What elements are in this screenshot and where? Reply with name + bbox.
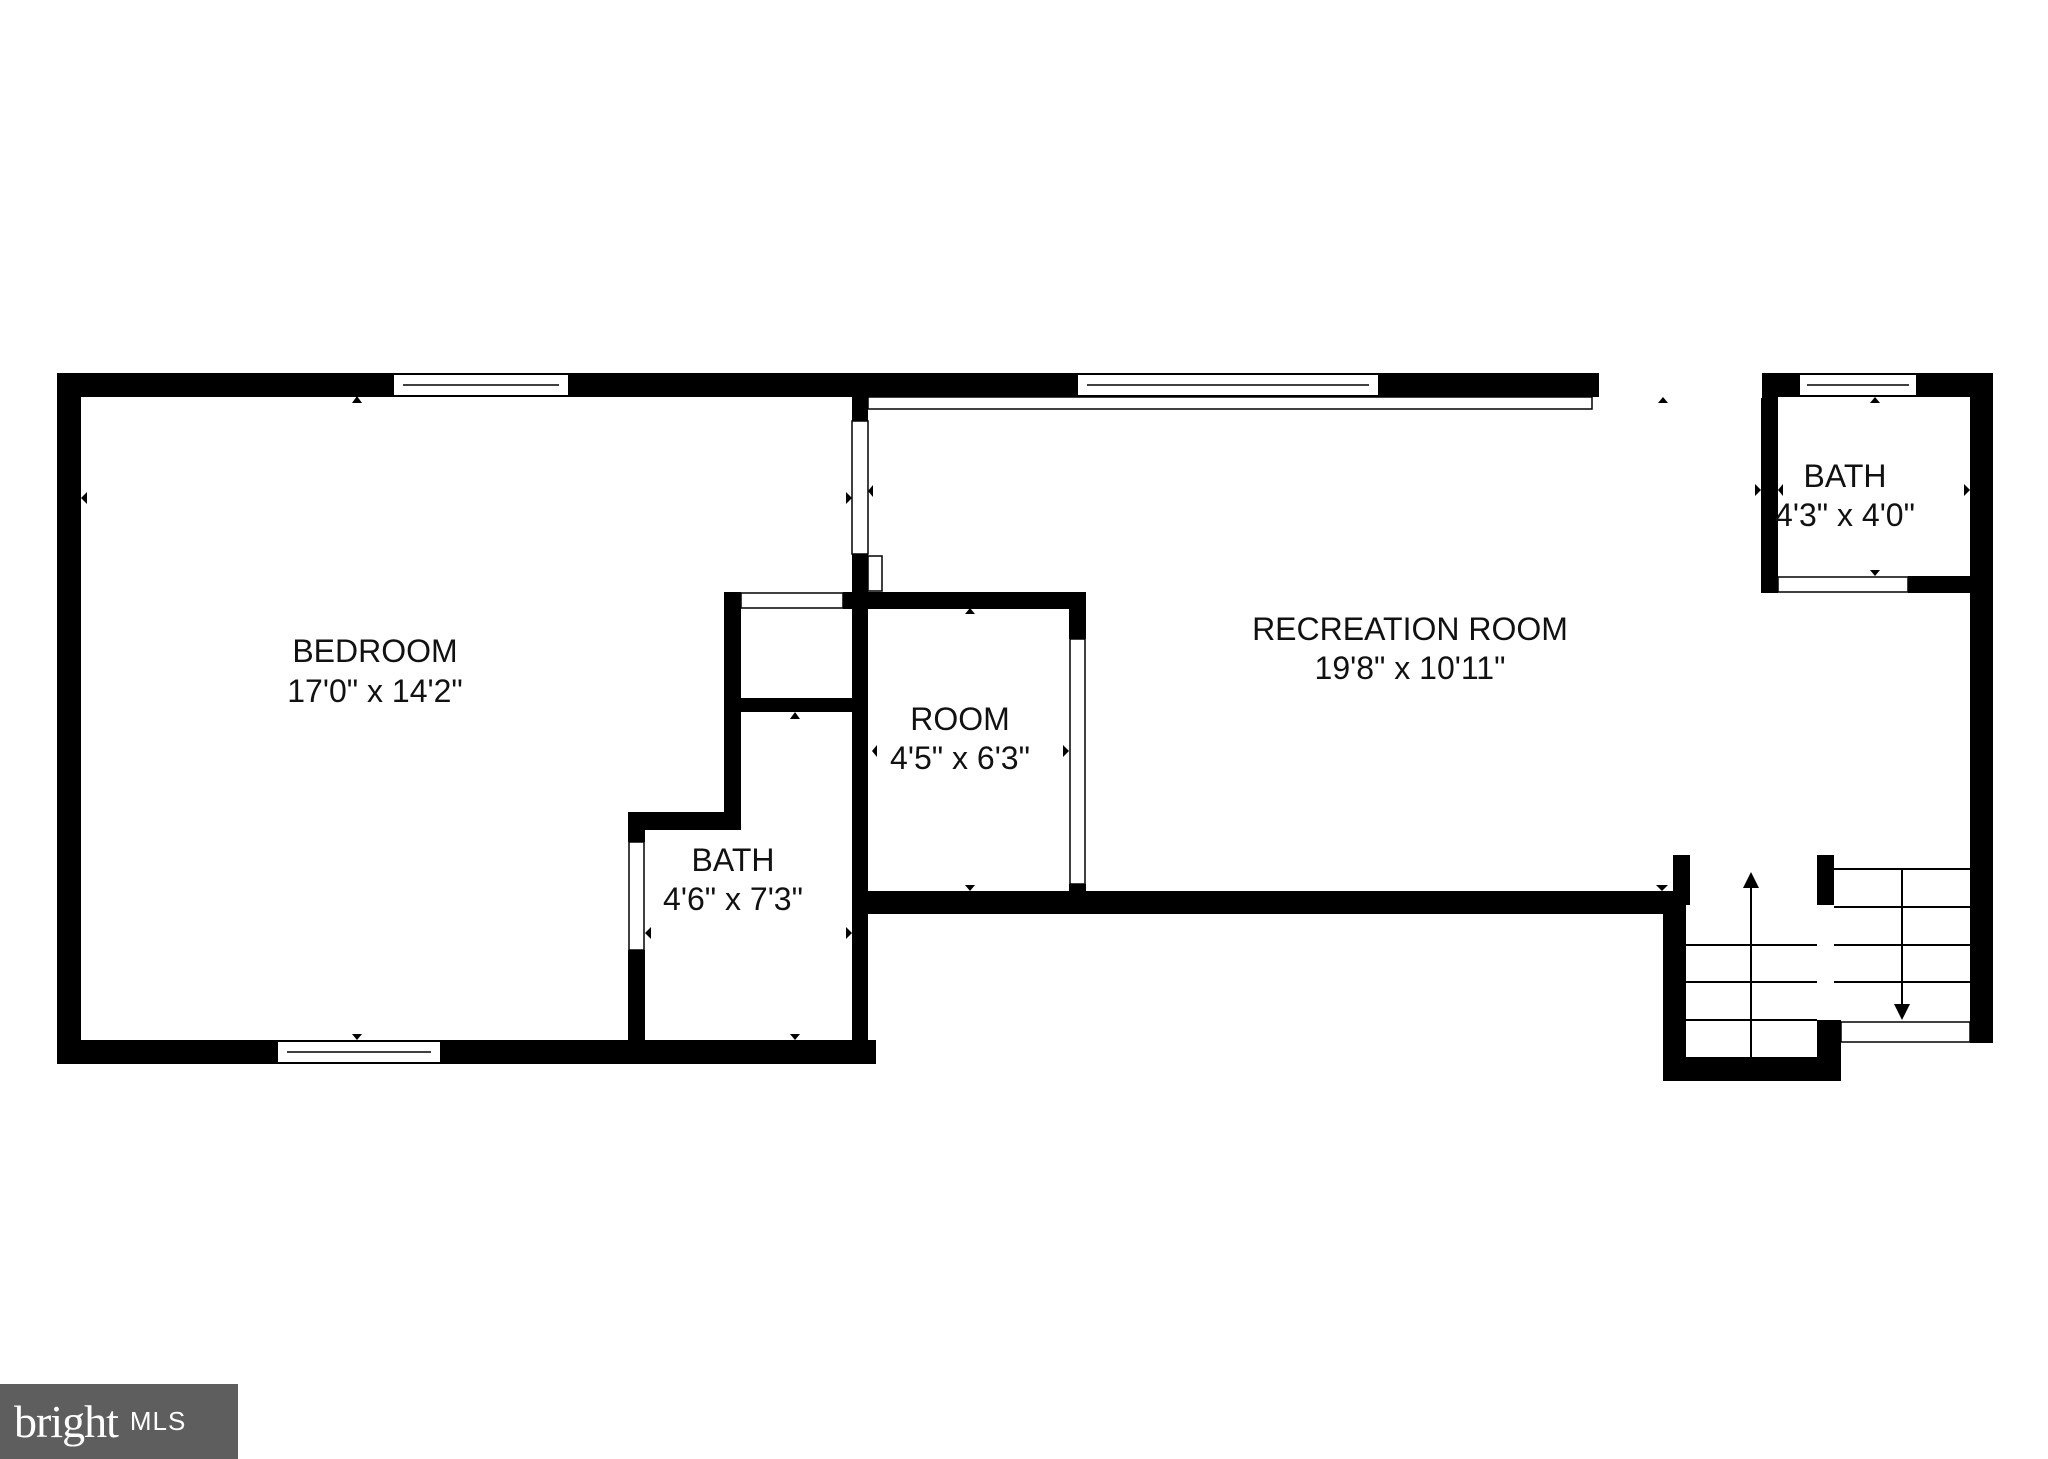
stairs [1686,868,1970,1057]
windows [276,373,1918,1064]
bath-right-dims: 4'3" x 4'0" [1775,497,1915,533]
bath-left-dims: 4'6" x 7'3" [663,881,803,917]
bath-right-name: BATH [1804,458,1887,494]
room-dims: 4'5" x 6'3" [890,740,1030,776]
room-labels: BEDROOM 17'0" x 14'2" BATH 4'6" x 7'3" R… [287,458,1915,917]
bath-left-name: BATH [692,842,775,878]
watermark-brand: bright [14,1396,119,1447]
recreation-room-name: RECREATION ROOM [1252,611,1568,647]
room-name: ROOM [910,701,1010,737]
recreation-room-dims: 19'8" x 10'11" [1315,650,1506,686]
bedroom-name: BEDROOM [292,633,457,669]
dimension-ticks [81,396,1970,1040]
watermark-mls: MLS [129,1406,187,1436]
walls [57,373,1993,1081]
bedroom-dims: 17'0" x 14'2" [287,673,463,709]
bright-mls-watermark: bright MLS [0,1384,238,1459]
openings [628,372,1971,1043]
